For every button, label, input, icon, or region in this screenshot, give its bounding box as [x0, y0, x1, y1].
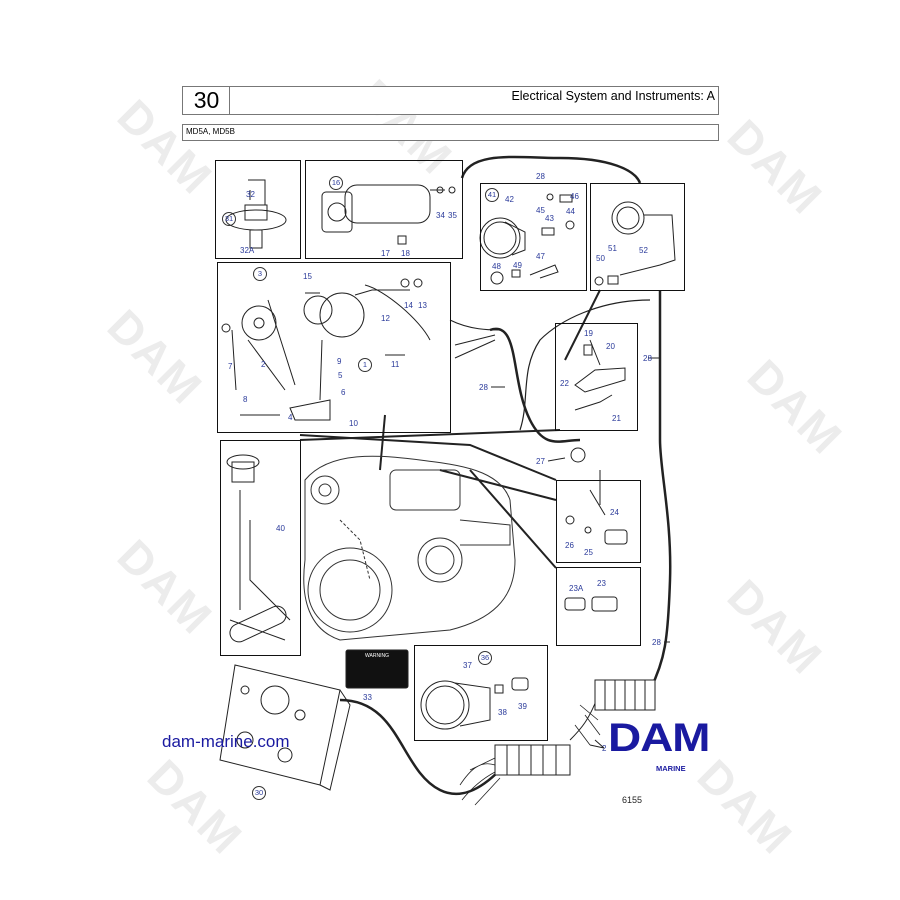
callout-28: 28: [536, 172, 545, 181]
callout-17: 17: [381, 249, 390, 258]
callout-49: 49: [513, 261, 522, 270]
model-list: MD5A, MD5B: [186, 127, 235, 136]
panel-sender-23: [556, 567, 641, 646]
section-number-box: 30: [182, 86, 231, 115]
callout-23: 23: [597, 579, 606, 588]
callout-34: 34: [436, 211, 445, 220]
callout-9: 9: [337, 357, 342, 366]
callout-39: 39: [518, 702, 527, 711]
callout-28: 28: [652, 638, 661, 647]
callout-7: 7: [228, 362, 233, 371]
section-number: 30: [193, 87, 220, 113]
callout-13: 13: [418, 301, 427, 310]
callout-29: 2: [602, 744, 607, 753]
callout-14: 14: [404, 301, 413, 310]
callout-21: 21: [612, 414, 621, 423]
figure-number: 6155: [622, 795, 643, 805]
callout-42: 42: [505, 195, 514, 204]
callout-35: 35: [448, 211, 457, 220]
callout-11: 11: [391, 360, 400, 369]
panel-bracket: [555, 323, 638, 431]
warning-plate-text: WARNING: [365, 653, 389, 659]
callout-6: 6: [341, 388, 346, 397]
panel-gauge-52: [590, 183, 685, 291]
callout-52: 52: [639, 246, 648, 255]
callout-5: 5: [338, 371, 343, 380]
callout-27: 27: [536, 457, 545, 466]
callout-3: 3: [253, 267, 267, 281]
callout-23a: 23A: [569, 584, 584, 593]
callout-22: 22: [560, 379, 569, 388]
callout-40: 40: [276, 524, 285, 533]
callout-28: 28: [479, 383, 488, 392]
callout-28: 28: [643, 354, 652, 363]
dam-logo-subtitle: MARINE: [656, 764, 686, 773]
dam-logo: DAM: [608, 716, 710, 760]
callout-50: 50: [596, 254, 605, 263]
callout-31: 31: [222, 212, 236, 226]
callout-43: 43: [545, 214, 554, 223]
panel-alternator: [217, 262, 451, 433]
callout-38: 38: [498, 708, 507, 717]
website-link[interactable]: dam-marine.com: [162, 732, 290, 751]
panel-starter-motor: [305, 160, 463, 259]
callout-18: 18: [401, 249, 410, 258]
callout-37: 37: [463, 661, 472, 670]
title-box: Electrical System and Instruments: A: [229, 86, 719, 115]
callout-48: 48: [492, 262, 501, 271]
callout-30: 30: [252, 786, 266, 800]
callout-15: 15: [303, 272, 312, 281]
panel-oil-pressure-sender: [215, 160, 301, 259]
callout-47: 47: [536, 252, 545, 261]
callout-2: 2: [261, 360, 266, 369]
panel-gauge-37: [414, 645, 548, 741]
panel-level-sender: [220, 440, 301, 656]
panel-sender-24: [556, 480, 641, 563]
page-title: Electrical System and Instruments: A: [511, 89, 715, 103]
callout-24: 24: [610, 508, 619, 517]
callout-19: 19: [584, 329, 593, 338]
callout-45: 45: [536, 206, 545, 215]
callout-10: 10: [349, 419, 358, 428]
callout-33: 33: [363, 693, 372, 702]
callout-41: 41: [485, 188, 499, 202]
callout-26: 26: [565, 541, 574, 550]
callout-25: 25: [584, 548, 593, 557]
callout-4: 4: [288, 413, 293, 422]
panel-temperature-gauge: [480, 183, 587, 291]
callout-12: 12: [381, 314, 390, 323]
callout-20: 20: [606, 342, 615, 351]
callout-46: 46: [570, 192, 579, 201]
callout-8: 8: [243, 395, 248, 404]
callout-1: 1: [358, 358, 372, 372]
callout-16: 16: [329, 176, 343, 190]
callout-32: 32: [246, 190, 255, 199]
callout-32a: 32A: [240, 246, 255, 255]
model-box: MD5A, MD5B: [182, 124, 719, 141]
callout-36: 36: [478, 651, 492, 665]
callout-51: 51: [608, 244, 617, 253]
callout-44: 44: [566, 207, 575, 216]
